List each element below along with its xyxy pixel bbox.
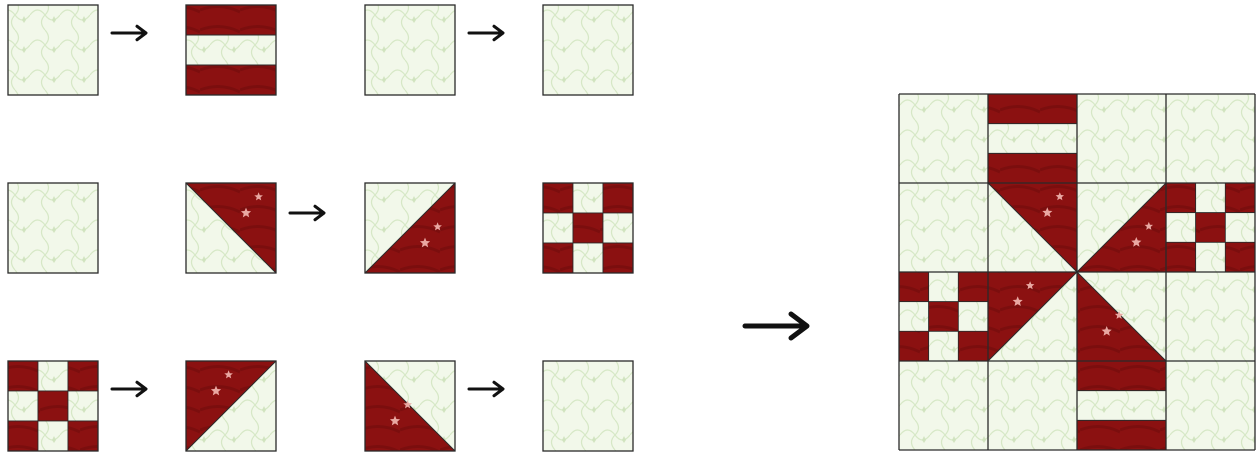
unit-ninepatch-1: [543, 183, 633, 273]
light-fabric-square: [365, 5, 455, 95]
light-patch: [573, 183, 603, 213]
unit-hst-4: [365, 361, 455, 451]
light-stripe: [186, 35, 276, 65]
dark-patch: [929, 302, 959, 332]
quilt-cell-2-2: [1077, 272, 1166, 361]
unit-hst-2: [365, 183, 455, 273]
light-patch: [38, 421, 68, 451]
unit-hst-3: [186, 361, 276, 451]
unit-plain-5: [543, 361, 633, 451]
dark-stripe: [988, 94, 1077, 124]
quilt-cell-2-3: [1166, 272, 1255, 361]
dark-patch: [603, 183, 633, 213]
unit-plain-2: [365, 5, 455, 95]
arrow-row3-b: [469, 382, 503, 396]
dark-stripe: [1077, 361, 1166, 391]
dark-stripe: [186, 65, 276, 95]
source-units-group: [8, 5, 633, 451]
quilt-cell-1-2: [1077, 183, 1166, 272]
light-fabric-square: [8, 5, 98, 95]
dark-patch: [1166, 183, 1196, 213]
light-patch: [8, 391, 38, 421]
light-patch: [1225, 213, 1255, 243]
light-fabric-square: [988, 361, 1077, 450]
dark-stripe: [186, 5, 276, 35]
light-stripe: [988, 124, 1077, 154]
arrow-row1-a: [112, 26, 146, 40]
light-fabric-square: [543, 5, 633, 95]
dark-patch: [1166, 242, 1196, 272]
dark-patch: [38, 391, 68, 421]
dark-patch: [573, 213, 603, 243]
dark-patch: [1225, 183, 1255, 213]
quilt-cell-2-1: [988, 272, 1077, 361]
quilt-cell-0-1: [988, 94, 1077, 183]
arrow-row3-a: [112, 382, 146, 396]
dark-stripe: [988, 153, 1077, 183]
arrow-row2-a: [290, 206, 324, 220]
quilt-cell-0-2: [1077, 94, 1166, 183]
dark-patch: [543, 183, 573, 213]
light-patch: [958, 302, 988, 332]
light-fabric-square: [899, 361, 988, 450]
unit-hst-1: [186, 183, 276, 273]
light-fabric-square: [1166, 94, 1255, 183]
dark-patch: [603, 243, 633, 273]
quilt-cell-0-3: [1166, 94, 1255, 183]
light-fabric-square: [1077, 94, 1166, 183]
light-patch: [929, 272, 959, 302]
dark-patch: [1196, 213, 1226, 243]
dark-stripe: [1077, 420, 1166, 450]
dark-patch: [543, 243, 573, 273]
light-fabric-square: [1166, 272, 1255, 361]
quilt-cell-3-2: [1077, 361, 1166, 450]
light-patch: [1196, 242, 1226, 272]
light-fabric-square: [899, 94, 988, 183]
assembled-quilt-block: [899, 94, 1255, 450]
quilt-cell-1-3: [1166, 183, 1255, 272]
dark-patch: [8, 421, 38, 451]
light-stripe: [1077, 391, 1166, 421]
unit-plain-4: [8, 183, 98, 273]
unit-ninepatch-2: [8, 361, 98, 451]
dark-patch: [958, 272, 988, 302]
light-patch: [1166, 213, 1196, 243]
dark-patch: [958, 331, 988, 361]
unit-plain-1: [8, 5, 98, 95]
arrow-row1-b: [469, 26, 503, 40]
dark-patch: [68, 421, 98, 451]
quilt-cell-1-0: [899, 183, 988, 272]
light-patch: [1196, 183, 1226, 213]
light-patch: [603, 213, 633, 243]
dark-patch: [899, 272, 929, 302]
dark-patch: [8, 361, 38, 391]
light-fabric-square: [1166, 361, 1255, 450]
light-patch: [899, 302, 929, 332]
arrow-result: [745, 314, 807, 338]
dark-patch: [68, 361, 98, 391]
light-fabric-square: [8, 183, 98, 273]
light-patch: [929, 331, 959, 361]
light-patch: [38, 361, 68, 391]
quilt-cell-3-0: [899, 361, 988, 450]
unit-stripe-1: [186, 5, 276, 95]
light-patch: [543, 213, 573, 243]
light-patch: [573, 243, 603, 273]
quilt-cell-0-0: [899, 94, 988, 183]
quilt-cell-2-0: [899, 272, 988, 361]
dark-patch: [1225, 242, 1255, 272]
light-fabric-square: [899, 183, 988, 272]
quilt-cell-1-1: [988, 183, 1077, 272]
dark-patch: [899, 331, 929, 361]
quilt-cell-3-1: [988, 361, 1077, 450]
unit-plain-3: [543, 5, 633, 95]
light-fabric-square: [543, 361, 633, 451]
quilt-cell-3-3: [1166, 361, 1255, 450]
light-patch: [68, 391, 98, 421]
